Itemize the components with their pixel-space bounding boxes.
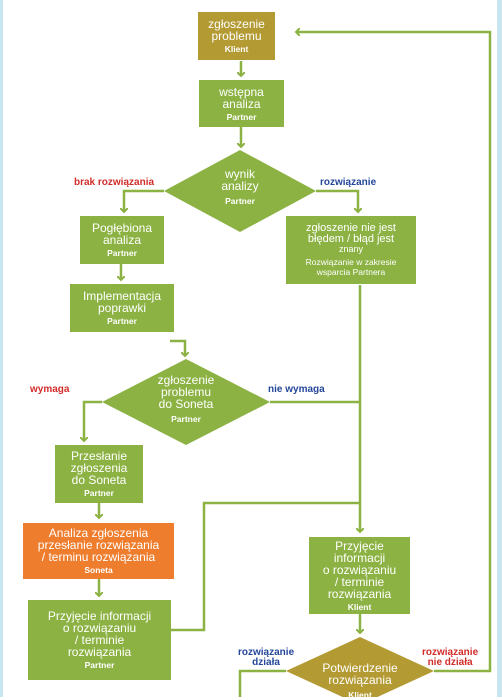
node-role: Partner: [107, 316, 137, 326]
node-label: zgłoszenie: [157, 373, 215, 387]
node-label: analiza: [102, 233, 142, 247]
node-przeslanie-zgloszenia: Przesłanie zgłoszenia do Soneta Partner: [55, 445, 143, 503]
node-label: informacji: [333, 550, 386, 565]
node-zgloszenie-problemu: zgłoszenie problemu Klient: [198, 12, 275, 60]
line-przyjecie-partner-to-klient: [171, 501, 360, 632]
node-label: o rozwiązaniu: [322, 562, 397, 577]
node-label: wynik: [224, 167, 255, 181]
node-label: Przyjęcie: [335, 538, 384, 553]
node-analiza-zgloszenia: Analiza zgłoszenia przesłanie rozwiązani…: [23, 523, 174, 579]
node-przyjecie-informacji-partner: Przyjęcie informacji o rozwiązaniu / ter…: [28, 600, 171, 680]
arrow-nie-dziala-loop: [296, 32, 492, 673]
node-role: Partner: [226, 111, 257, 122]
node-role: Partner: [107, 248, 137, 258]
node-zgloszenie-nie-jest-bledem: zgłoszenie nie jest błędem / błąd jest z…: [286, 216, 416, 284]
node-label: rozwiązania: [327, 586, 392, 601]
node-label: Potwierdzenie: [322, 661, 398, 675]
node-label: Pogłębiona: [91, 221, 153, 235]
diamond-zgloszenie-do-soneta: [102, 359, 270, 445]
node-poglebiona-analiza: Pogłębiona analiza Partner: [80, 216, 164, 264]
node-label: do Soneta: [71, 473, 127, 487]
node-sublabel: wsparcia Partnera: [316, 267, 386, 277]
branch-label-rozwiazanie-dziala: rozwiązanie działa: [238, 648, 294, 668]
arrow-brak-rozwiazania: [124, 189, 164, 212]
node-role: Partner: [84, 660, 115, 670]
node-wstepna-analiza: wstępna analiza Partner: [199, 80, 284, 127]
node-przyjecie-informacji-klient: Przyjęcie informacji o rozwiązaniu / ter…: [309, 537, 410, 614]
node-wynik-analizy: wynik analizy Partner: [190, 168, 290, 206]
node-implementacja-poprawki: Implementacja poprawki Partner: [70, 284, 174, 332]
node-role: Partner: [225, 196, 255, 206]
arrow-wymaga: [84, 400, 102, 441]
node-role: Klient: [224, 44, 249, 54]
node-label: poprawki: [97, 301, 147, 315]
node-zgloszenie-do-soneta: zgłoszenie problemu do Soneta Partner: [136, 374, 236, 424]
branch-label-wymaga: wymaga: [30, 384, 70, 395]
node-label: Przesłanie: [70, 449, 128, 463]
node-label: przesłanie rozwiązania: [37, 538, 160, 552]
branch-label-line: nie działa: [427, 657, 473, 668]
branch-label-line: rozwiązanie: [238, 647, 295, 658]
branch-label-brak-rozwiazania: brak rozwiązania: [74, 177, 155, 188]
diamond-wynik-analizy: [164, 150, 316, 232]
node-label: Analiza zgłoszenia: [48, 526, 149, 540]
node-role: Klient: [347, 601, 372, 612]
node-label: / terminie: [334, 574, 385, 589]
node-label: znany: [338, 244, 364, 254]
node-label: / terminu rozwiązania: [41, 550, 156, 564]
arrow-rozwiazanie: [316, 189, 358, 212]
node-role: Soneta: [84, 565, 113, 575]
diamond-potwierdzenie: [286, 637, 434, 697]
node-label: o rozwiązaniu: [62, 621, 137, 635]
node-role: Partner: [84, 488, 114, 498]
node-label: zgłoszenie: [208, 17, 265, 31]
node-label: rozwiązania: [328, 673, 392, 687]
node-role: Partner: [171, 414, 201, 424]
node-label: Przyjęcie informacji: [47, 609, 152, 623]
node-label: zgłoszenie nie jest: [306, 222, 396, 234]
node-label: rozwiązania: [67, 645, 132, 659]
node-label: zgłoszenia: [70, 461, 128, 475]
node-label: / terminie: [74, 633, 125, 647]
node-label: analiza: [222, 96, 261, 111]
arrow-dziala: [238, 669, 286, 697]
node-label: do Soneta: [158, 397, 214, 411]
node-potwierdzenie-rozwiazania: Potwierdzenie rozwiązania Klient: [305, 662, 415, 700]
right-border: [497, 0, 502, 697]
left-border: [0, 0, 3, 697]
node-label: analizy: [221, 179, 259, 193]
branch-label-line: działa: [252, 657, 280, 668]
branch-label-rozwiazanie-nie-dziala: rozwiązanie nie działa: [422, 648, 478, 668]
node-label: problemu: [160, 385, 212, 399]
node-sublabel: Rozwiązanie w zakresie: [305, 257, 397, 267]
node-role: Klient: [348, 690, 372, 700]
node-label: błędem / błąd jest: [307, 233, 395, 245]
node-label: problemu: [211, 29, 262, 43]
node-label: Implementacja: [82, 289, 162, 303]
branch-label-rozwiazanie: rozwiązanie: [320, 177, 377, 188]
branch-label-line: rozwiązanie: [422, 647, 479, 658]
node-label: wstępna: [219, 84, 264, 99]
arrow-implementacja-to-soneta: [170, 339, 185, 356]
branch-label-nie-wymaga: nie wymaga: [268, 384, 325, 395]
